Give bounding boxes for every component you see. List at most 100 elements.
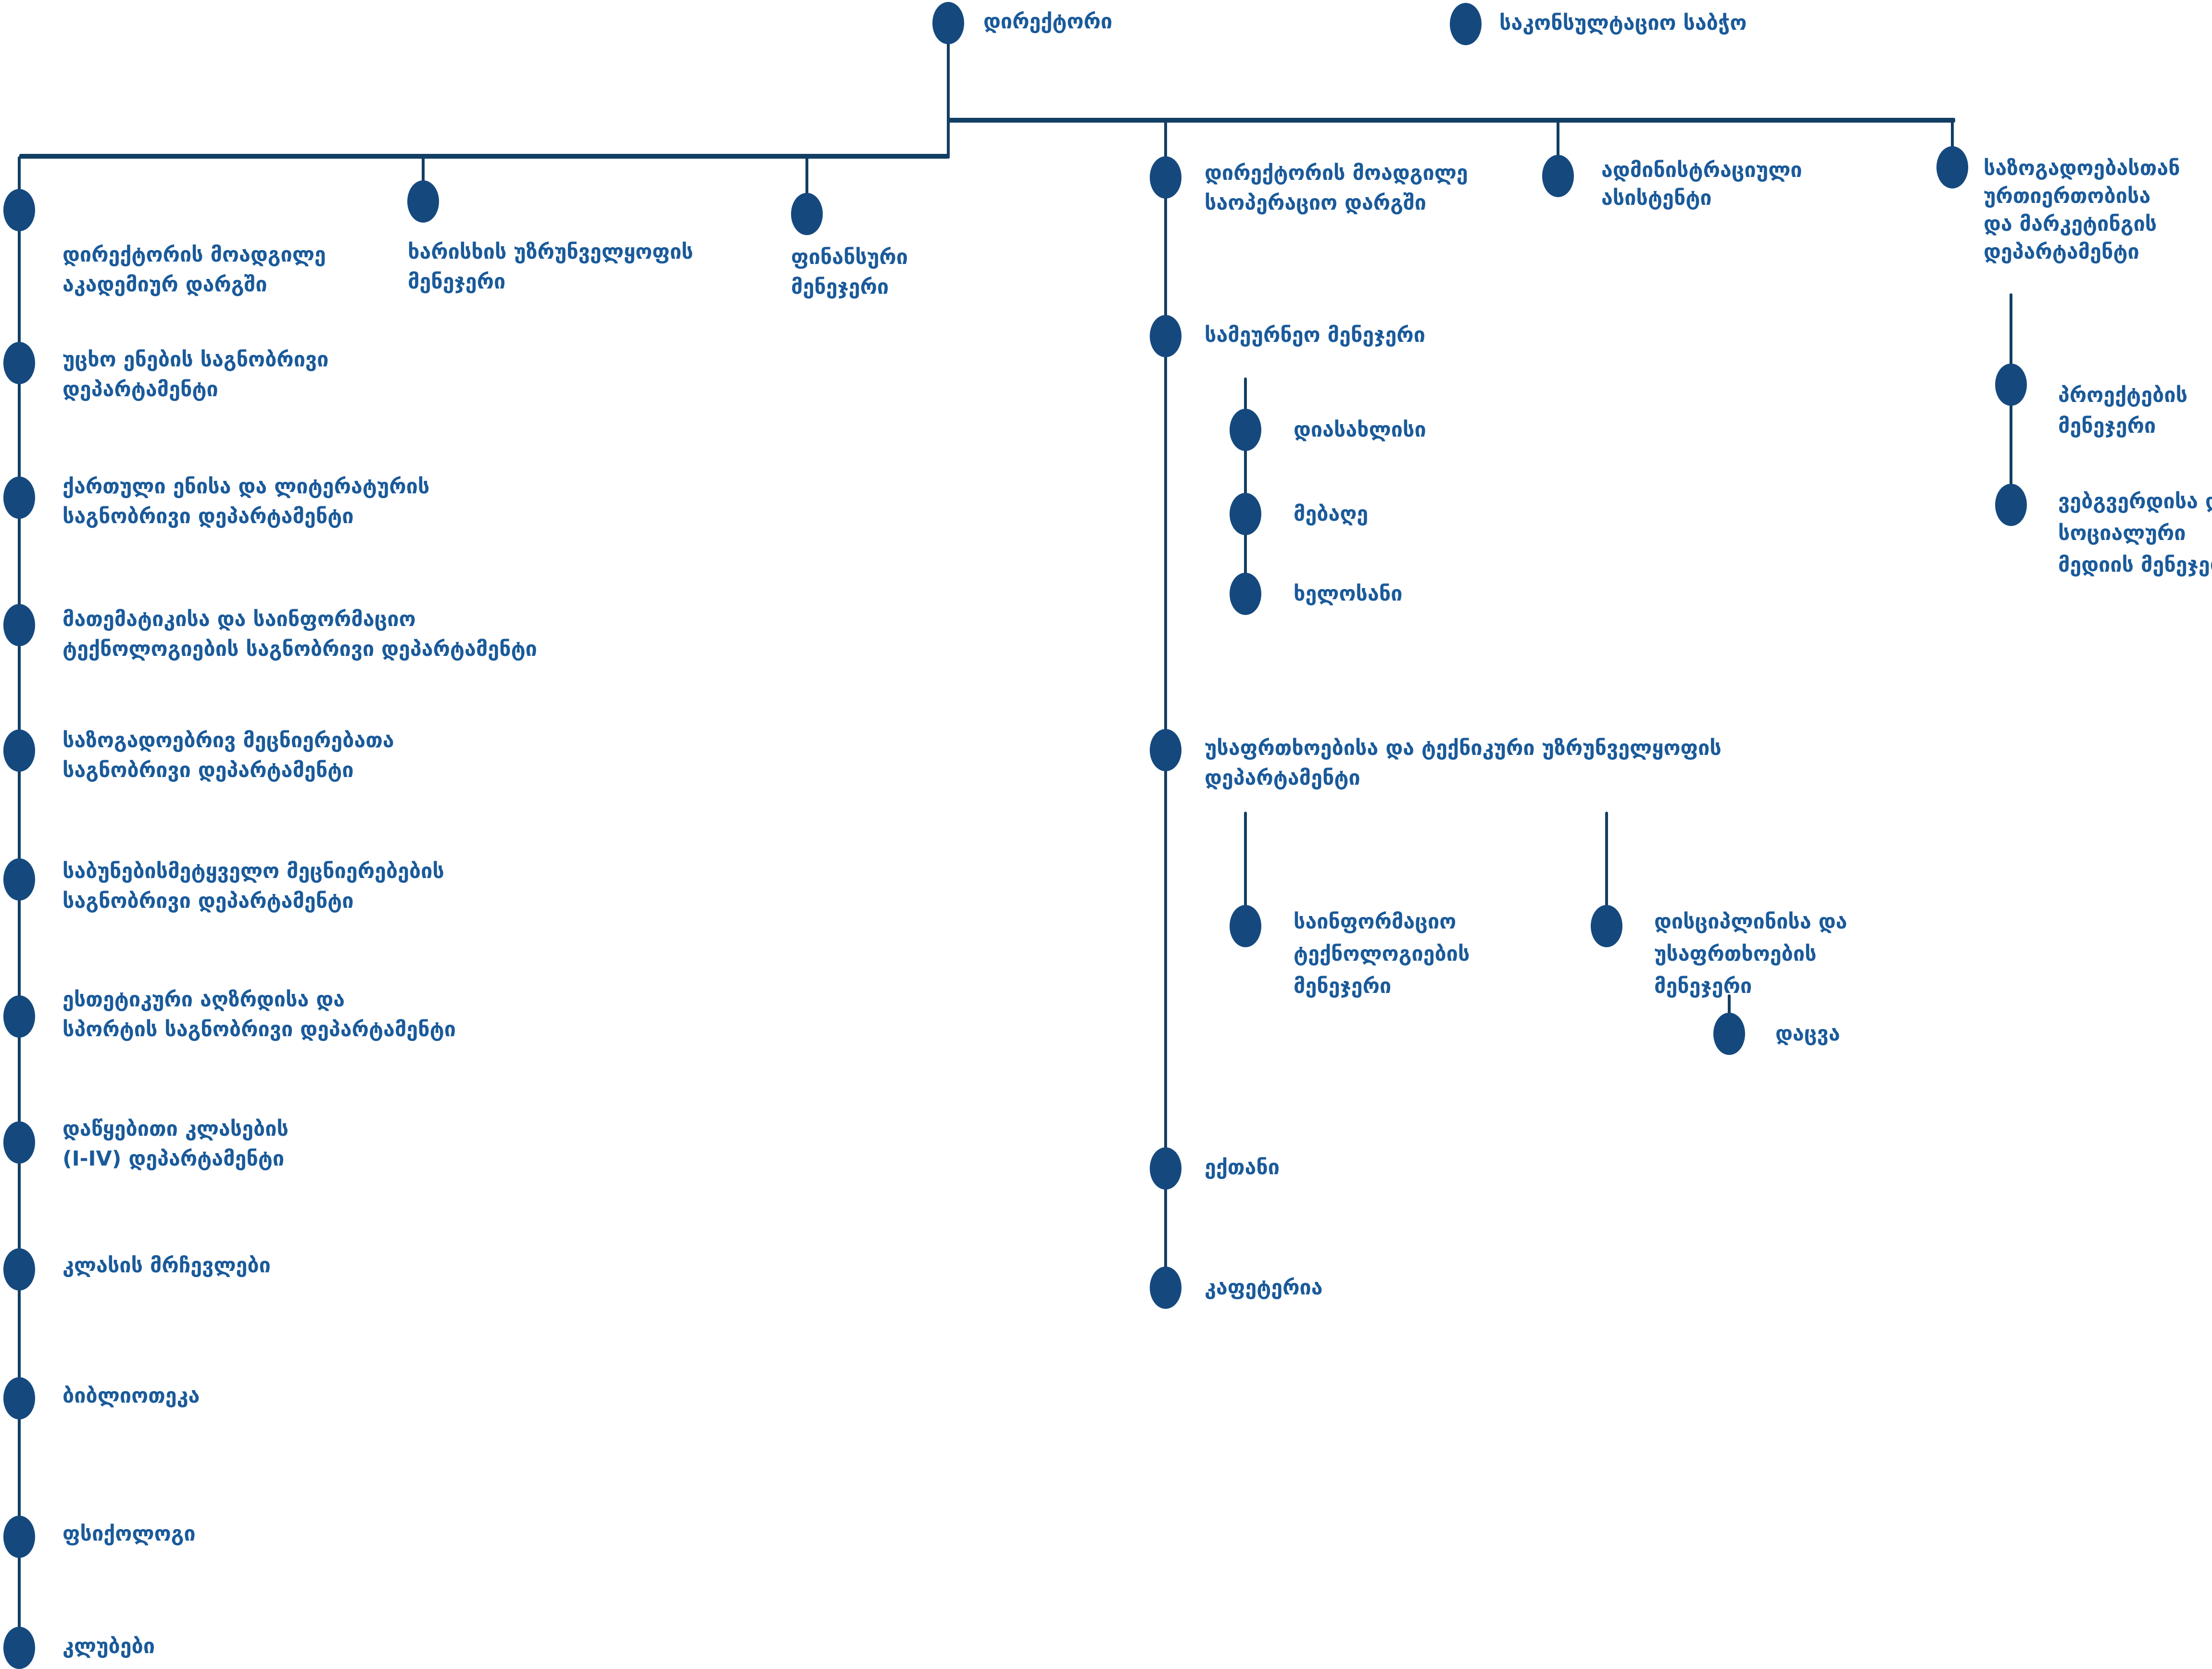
gardener-label-line: მებაღე [1294, 502, 1369, 526]
security-technical-department-circle-icon [1150, 729, 1181, 771]
projects-manager-label-line: მენეჯერი [2058, 414, 2156, 438]
social-sciences-department-label-line: საგნობრივი დეპარტამენტი [63, 758, 354, 782]
operations-spine-line [1164, 120, 1167, 1288]
georgian-language-department-label-line: ქართული ენისა და ლიტერატურის [63, 475, 430, 499]
deputy-operational-label-line: საოპერაციო დარგში [1205, 191, 1426, 215]
security-guard-label-line: დაცვა [1775, 1022, 1840, 1046]
advisory-board-circle-icon [1450, 3, 1482, 45]
discipline-security-manager-label-line: დისციპლინისა და [1654, 909, 1848, 934]
left-branch-line [19, 154, 948, 159]
natural-sciences-department-label: საბუნებისმეტყველო მეცნიერებების საგნობრივ… [63, 856, 444, 916]
facilities-children-spine-line [1244, 377, 1247, 594]
web-social-media-manager-circle-icon [1995, 484, 2027, 526]
math-it-department-label: მათემატიკისა და საინფორმაციო ტექნოლოგიები… [63, 604, 537, 664]
gardener-circle-icon [1230, 493, 1261, 535]
financial-manager-label-line: მენეჯერი [791, 275, 889, 299]
deputy-operational-circle-icon [1150, 156, 1181, 199]
deputy-academic-label-line: აკადემიურ დარგში [63, 273, 267, 297]
deputy-academic-label: დირექტორის მოადგილე აკადემიურ დარგში [63, 240, 326, 300]
aesthetic-sports-department-label: ესთეტიკური აღზრდისა და სპორტის საგნობრივი… [63, 985, 456, 1044]
math-it-department-label-line: ტექნოლოგიების საგნობრივი დეპარტამენტი [63, 637, 537, 661]
georgian-language-department-label-line: საგნობრივი დეპარტამენტი [63, 504, 354, 528]
security-technical-department-label-line: დეპარტამენტი [1205, 766, 1360, 790]
natural-sciences-department-circle-icon [3, 858, 35, 901]
facilities-manager-circle-icon [1150, 315, 1181, 357]
gardener-label: მებაღე [1294, 499, 1368, 529]
psychologist-label: ფსიქოლოგი [63, 1519, 196, 1549]
facilities-manager-label: სამეურნეო მენეჯერი [1205, 320, 1425, 350]
director-stem-line [947, 41, 950, 159]
primary-classes-department-label-line: (I-IV) დეპარტამენტი [63, 1147, 285, 1171]
director-label: დირექტორი [983, 7, 1112, 37]
security-technical-department-label: უსაფრთხოებისა და ტექნიკური უზრუნველყოფის… [1205, 733, 1722, 793]
finance-drop-line [805, 156, 808, 214]
pr-marketing-department-circle-icon [1936, 146, 1968, 188]
security-guard-label: დაცვა [1775, 1019, 1840, 1049]
aesthetic-sports-department-circle-icon [3, 995, 35, 1038]
aesthetic-sports-department-label-line: სპორტის საგნობრივი დეპარტამენტი [63, 1017, 456, 1042]
administrative-assistant-circle-icon [1542, 155, 1574, 197]
class-advisors-label-line: კლასის მრჩევლები [63, 1254, 271, 1278]
cafeteria-circle-icon [1150, 1267, 1181, 1309]
georgian-language-department-circle-icon [3, 477, 35, 519]
math-it-department-label-line: მათემატიკისა და საინფორმაციო [63, 607, 416, 631]
social-sciences-department-label-line: საზოგადოებრივ მეცნიერებათა [63, 728, 394, 753]
security-technical-department-label-line: უსაფრთხოებისა და ტექნიკური უზრუნველყოფის [1205, 736, 1722, 760]
discipline-security-manager-circle-icon [1591, 905, 1622, 947]
math-it-department-circle-icon [3, 604, 35, 646]
it-manager-label-line: ტექნოლოგიების [1294, 941, 1470, 966]
nurse-label: ექთანი [1205, 1153, 1280, 1182]
natural-sciences-department-label-line: საბუნებისმეტყველო მეცნიერებების [63, 859, 444, 883]
library-label: ბიბლიოთეკა [63, 1381, 200, 1411]
cafeteria-label: კაფეტერია [1205, 1273, 1323, 1303]
discipline-drop-line [1605, 812, 1608, 926]
web-social-media-manager-label-line: მედიის მენეჯერი [2058, 553, 2212, 577]
advisory-board-label-line: საკონსულტაციო საბჭო [1499, 11, 1747, 35]
handyman-circle-icon [1230, 573, 1261, 615]
library-label-line: ბიბლიოთეკა [63, 1384, 200, 1408]
cafeteria-label-line: კაფეტერია [1205, 1276, 1323, 1300]
foreign-languages-department-label-line: უცხო ენების საგნობრივი [63, 348, 329, 372]
primary-classes-department-label-line: დაწყებითი კლასების [63, 1117, 289, 1141]
natural-sciences-department-label-line: საგნობრივი დეპარტამენტი [63, 889, 354, 913]
projects-manager-label-line: პროექტების [2058, 383, 2188, 407]
deputy-operational-label: დირექტორის მოადგილე საოპერაციო დარგში [1205, 158, 1468, 218]
library-circle-icon [3, 1377, 35, 1419]
clubs-circle-icon [3, 1627, 35, 1669]
housekeeper-label-line: დიასახლისი [1294, 418, 1426, 442]
it-manager-label-line: საინფორმაციო [1294, 909, 1457, 934]
deputy-academic-label-line: დირექტორის მოადგილე [63, 243, 326, 267]
discipline-security-manager-label-line: მენეჯერი [1654, 974, 1752, 998]
georgian-language-department-label: ქართული ენისა და ლიტერატურის საგნობრივი დ… [63, 472, 429, 531]
social-sciences-department-label: საზოგადოებრივ მეცნიერებათა საგნობრივი დეპ… [63, 726, 394, 785]
pr-marketing-department-label-line: საზოგადოებასთან [1984, 156, 2180, 180]
foreign-languages-department-label-line: დეპარტამენტი [63, 377, 218, 402]
quality-drop-line [422, 156, 425, 201]
it-manager-circle-icon [1230, 905, 1261, 947]
pr-marketing-department-label-line: ურთიერთობისა [1984, 184, 2151, 208]
aesthetic-sports-department-label-line: ესთეტიკური აღზრდისა და [63, 988, 345, 1012]
administrative-assistant-label-line: ასისტენტი [1601, 186, 1712, 210]
it-manager-drop-line [1244, 812, 1247, 926]
primary-classes-department-label: დაწყებითი კლასების (I-IV) დეპარტამენტი [63, 1114, 289, 1174]
facilities-manager-label-line: სამეურნეო მენეჯერი [1205, 323, 1425, 347]
housekeeper-circle-icon [1230, 409, 1261, 451]
pr-drop-line [1951, 120, 1954, 150]
web-social-media-manager-label-line: ვებგვერდისა და [2058, 489, 2212, 514]
handyman-label-line: ხელოსანი [1294, 582, 1403, 606]
quality-assurance-manager-circle-icon [407, 180, 439, 223]
deputy-operational-label-line: დირექტორის მოადგილე [1205, 161, 1468, 185]
financial-manager-circle-icon [791, 193, 823, 235]
nurse-circle-icon [1150, 1147, 1181, 1190]
nurse-label-line: ექთანი [1205, 1155, 1280, 1180]
social-sciences-department-circle-icon [3, 729, 35, 772]
clubs-label: კლუბები [63, 1631, 155, 1661]
psychologist-circle-icon [3, 1516, 35, 1558]
pr-marketing-department-label-line: და მარკეტინგის [1984, 212, 2157, 236]
web-social-media-manager-label-line: სოციალური [2058, 521, 2186, 545]
